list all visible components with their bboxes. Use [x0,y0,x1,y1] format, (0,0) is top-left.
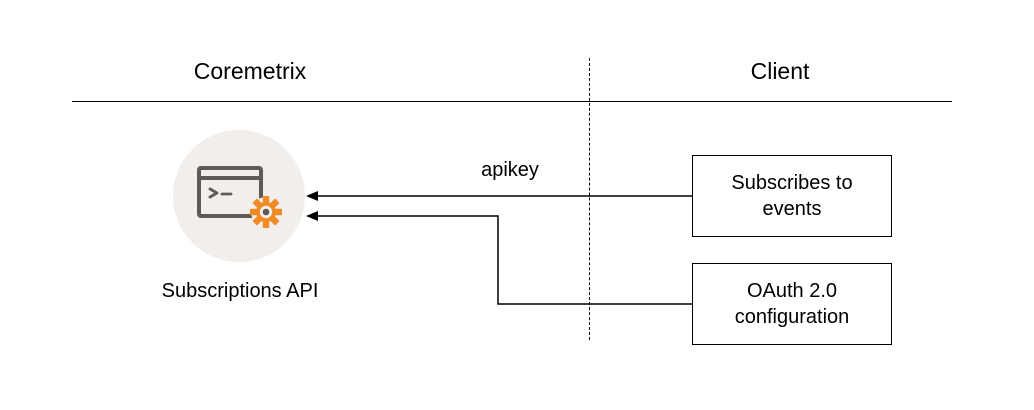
terminal-window-with-gear-icon [197,166,282,228]
prompt-chevron-icon [208,187,219,199]
oauth-configuration-label: OAuth 2.0 configuration [734,280,850,328]
apikey-edge-label: apikey [481,159,539,181]
oauth-arrow [306,211,692,305]
subscriptions-api-label: Subscriptions API [161,280,319,302]
header-divider-line [72,101,952,102]
subscribes-to-events-box: Subscribes to events [692,155,892,237]
coremetrix-column-title: Coremetrix [193,58,307,84]
subscriptions-api-node: Subscriptions API [120,128,360,318]
subscriptions-api-icon [173,130,305,262]
window-frame-icon [197,166,263,218]
oauth-configuration-box: OAuth 2.0 configuration [692,263,892,345]
column-separator-dashed-line [589,58,590,340]
subscribes-to-events-label: Subscribes to events [731,172,853,220]
client-column-title: Client [750,58,810,84]
gear-icon [250,196,282,228]
